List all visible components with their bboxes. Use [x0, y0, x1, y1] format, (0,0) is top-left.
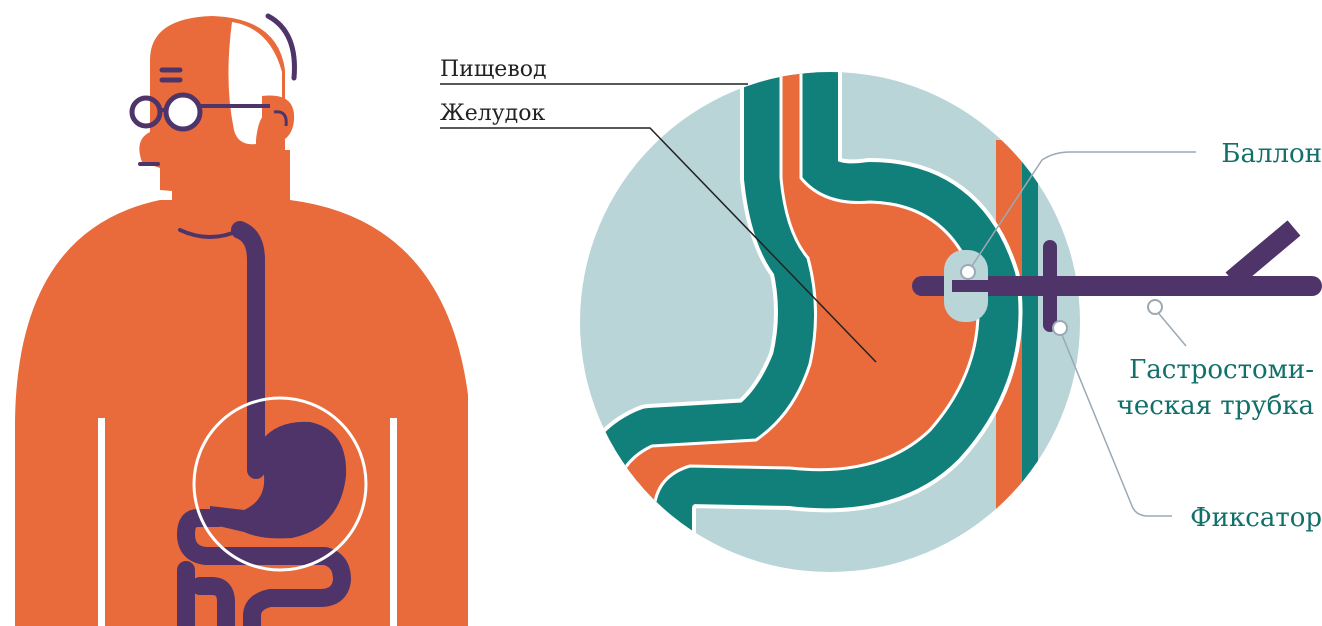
person-ear: [262, 96, 294, 145]
tube-marker: [1148, 300, 1162, 314]
arm-seam-right: [390, 418, 397, 626]
tube-leader-line: [1155, 309, 1186, 346]
label-tube-line1: Гастростоми-: [1129, 355, 1314, 385]
glasses-lens-right: [166, 95, 200, 129]
label-fixator: Фиксатор: [1190, 503, 1322, 533]
label-stomach: Желудок: [440, 101, 545, 126]
label-tube-line2: ческая трубка: [1117, 391, 1314, 421]
gastrostomy-tube-branch: [1232, 228, 1294, 280]
zoom-view: [580, 60, 1312, 572]
balloon-marker: [961, 265, 975, 279]
label-esophagus: Пищевод: [440, 57, 547, 82]
label-balloon: Баллон: [1221, 139, 1322, 169]
person-figure: [15, 16, 468, 626]
arm-seam-left: [98, 418, 105, 626]
abdominal-wall-lining: [1022, 140, 1038, 520]
fixator-marker: [1053, 321, 1067, 335]
fixator: [1043, 240, 1057, 332]
